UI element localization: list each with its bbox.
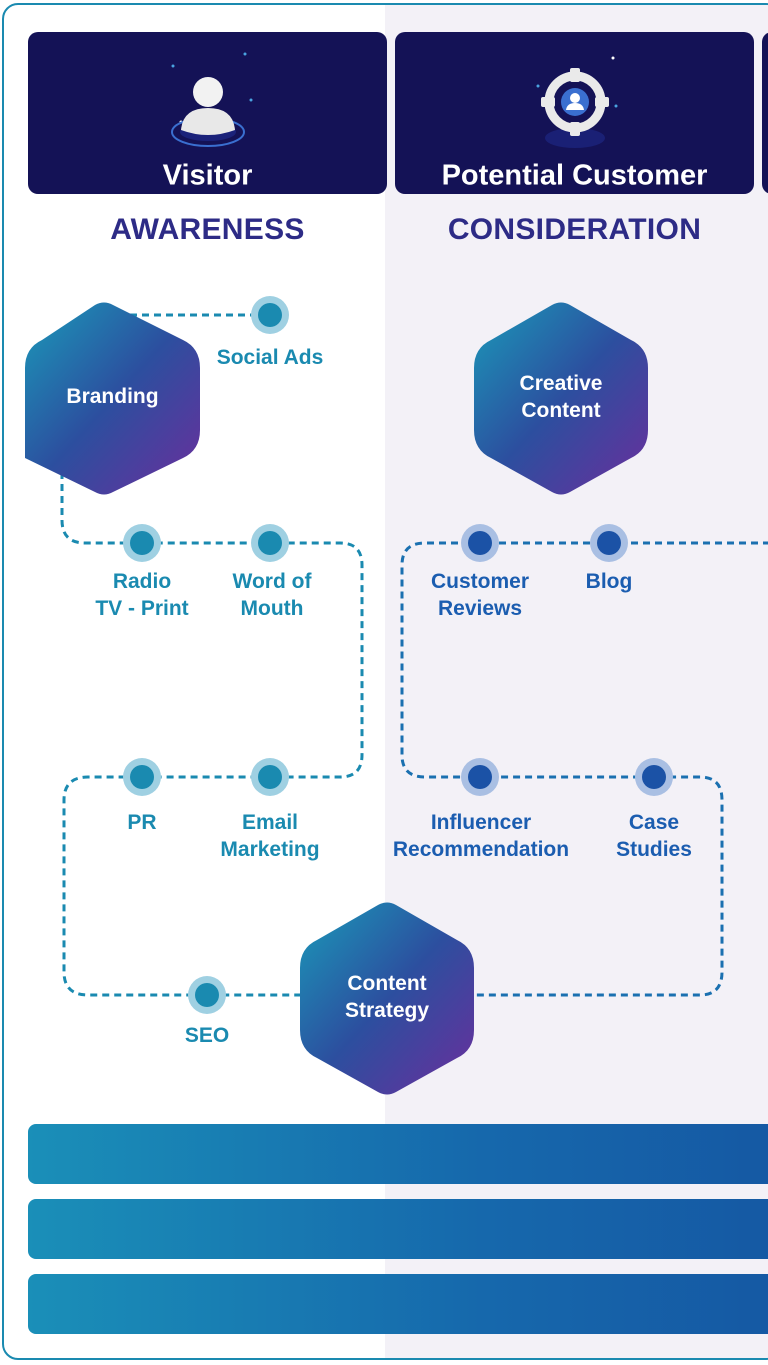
- label-radio-tv-print: Radio TV - Print: [95, 570, 189, 620]
- connector-consideration: [400, 541, 768, 997]
- summary-bar-2: [28, 1199, 768, 1259]
- touchpoint-nodes-awareness: [123, 296, 289, 1014]
- stage-heading-consideration: CONSIDERATION: [447, 213, 702, 246]
- summary-bar-3: [28, 1274, 768, 1334]
- hub-creative-content: Creative Content: [519, 372, 603, 422]
- hub-content-strategy: Content Strategy: [344, 972, 430, 1022]
- hub-branding: Branding: [66, 385, 159, 408]
- stage-card-potential-customer: Potential Customer: [395, 32, 754, 194]
- label-pr: PR: [127, 811, 157, 834]
- stage-card-partial: [762, 32, 768, 194]
- hub-branding-shape: [25, 302, 200, 495]
- stage-heading-awareness: AWARENESS: [110, 213, 305, 246]
- label-word-of-mouth: Word of Mouth: [232, 570, 312, 620]
- label-email-marketing: Email Marketing: [220, 811, 320, 861]
- label-customer-reviews: Customer Reviews: [430, 570, 530, 620]
- label-influencer-recommendation: Influencer Recommendation: [392, 811, 570, 861]
- hub-content-strategy-shape: [300, 902, 474, 1095]
- summary-bar-1: [28, 1124, 768, 1184]
- stage-title: Visitor: [162, 159, 253, 192]
- label-blog: Blog: [585, 570, 633, 593]
- hub-creative-content-shape: [474, 302, 648, 495]
- touchpoint-nodes-consideration: [461, 524, 673, 796]
- stage-card-visitor: Visitor: [28, 32, 387, 194]
- stage-title: Potential Customer: [441, 159, 708, 192]
- label-social-ads: Social Ads: [216, 346, 324, 369]
- connector-awareness-branding: [60, 460, 364, 997]
- label-case-studies: Case Studies: [616, 811, 692, 861]
- user-icon: [153, 46, 263, 171]
- target-user-icon: [520, 46, 630, 171]
- label-seo: SEO: [184, 1024, 230, 1047]
